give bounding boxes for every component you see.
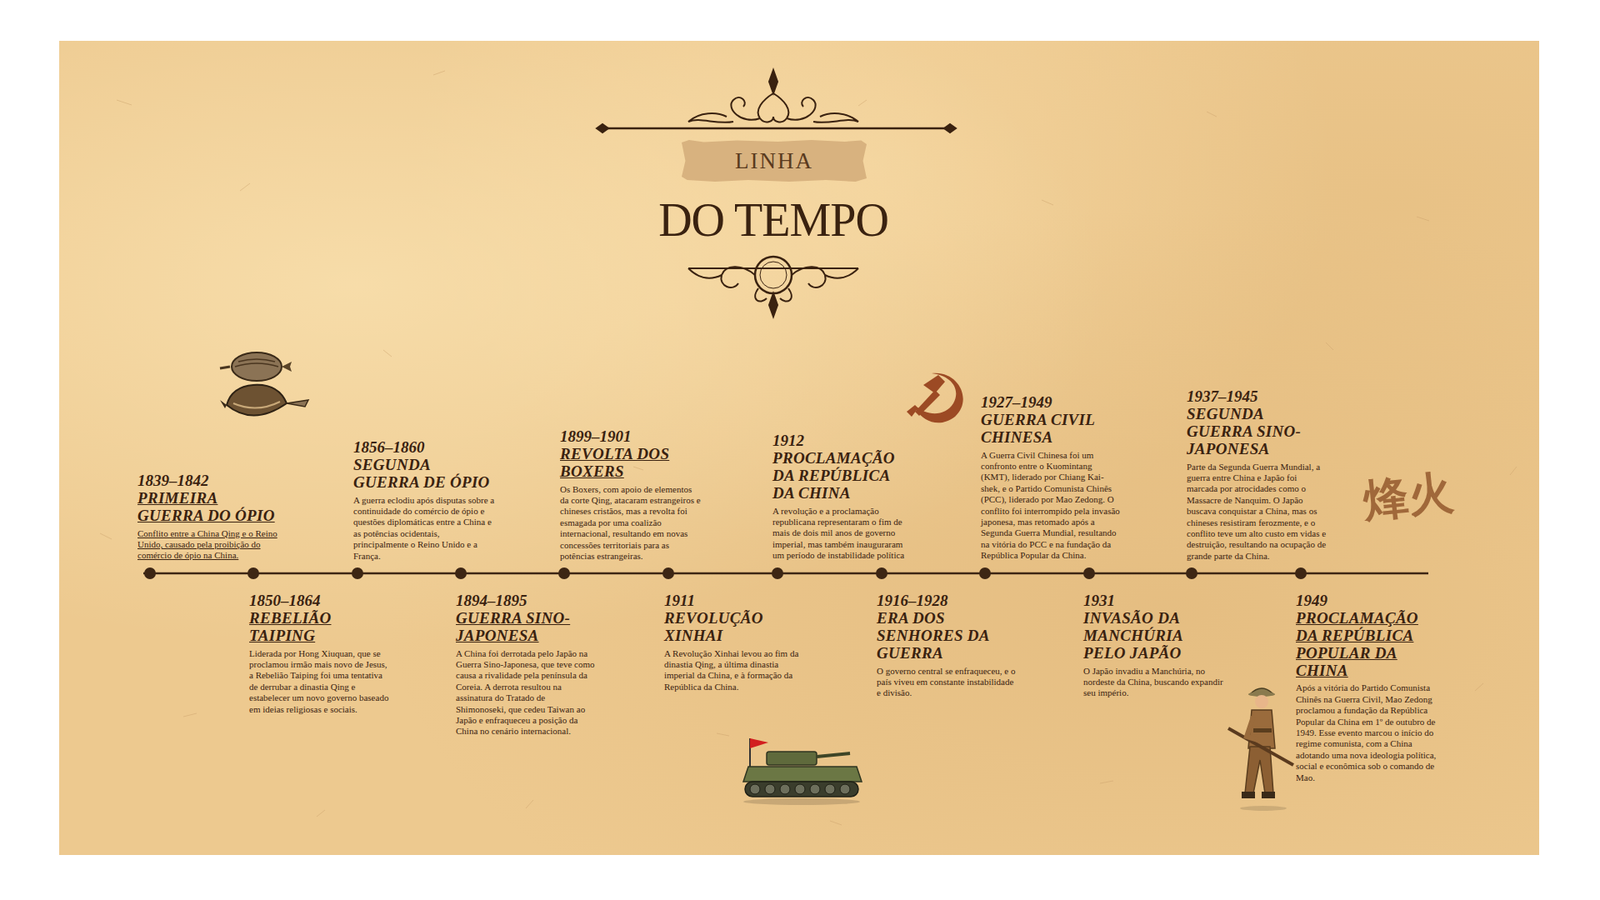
event-title: GUERRA CIVIL CHINESA: [980, 411, 1123, 447]
timeline-event: 1856–1860SEGUNDA GUERRA DE ÓPIOA guerra …: [353, 438, 495, 562]
calligraphy-label: 烽火: [1360, 462, 1456, 533]
event-description: A Guerra Civil Chinesa foi um confronto …: [980, 450, 1123, 562]
event-date: 1937–1945: [1186, 387, 1329, 406]
event-title: INVASÃO DA MANCHÚRIA PELO JAPÃO: [1083, 610, 1225, 663]
diagram-title: DO TEMPO: [523, 193, 1024, 247]
event-date: 1949: [1295, 591, 1438, 610]
timeline-event: 1894–1895GUERRA SINO-JAPONESAA China foi…: [455, 591, 598, 738]
event-description: Liderada por Hong Xiuquan, que se procla…: [249, 648, 391, 715]
event-date: 1931: [1083, 591, 1225, 610]
timeline-event: 1899–1901REVOLTA DOS BOXERSOs Boxers, co…: [560, 427, 702, 562]
event-description: A revolução e a proclamação republicana …: [772, 505, 915, 562]
event-title: PRIMEIRA GUERRA DO ÓPIO: [137, 490, 280, 525]
event-description: A China foi derrotada pelo Japão na Guer…: [455, 648, 598, 738]
timeline-event: 1927–1949GUERRA CIVIL CHINESAA Guerra Ci…: [980, 393, 1123, 562]
event-description: Parte da Segunda Guerra Mundial, a guerr…: [1186, 461, 1329, 563]
tape-label: LINHA: [681, 140, 867, 182]
event-date: 1839–1842: [137, 471, 280, 490]
timeline-event: 1916–1928ERA DOS SENHORES DA GUERRAO gov…: [876, 591, 1019, 700]
timeline-event: 1912PROCLAMAÇÃO DA REPÚBLICA DA CHINAA r…: [772, 431, 915, 562]
event-description: Conflito entre a China Qing e o Reino Un…: [137, 528, 280, 562]
event-title: ERA DOS SENHORES DA GUERRA: [876, 610, 1019, 663]
title-ornament-top: [596, 70, 956, 133]
event-description: A guerra eclodiu após disputas sobre a c…: [353, 495, 495, 562]
event-title: REVOLTA DOS BOXERS: [560, 445, 702, 481]
event-date: 1894–1895: [455, 591, 598, 610]
event-date: 1856–1860: [353, 438, 495, 457]
event-title: GUERRA SINO-JAPONESA: [455, 610, 598, 645]
event-title: PROCLAMAÇÃO DA REPÚBLICA DA CHINA: [772, 450, 915, 503]
event-description: O Japão invadiu a Manchúria, no nordeste…: [1083, 665, 1225, 700]
event-date: 1927–1949: [980, 393, 1123, 412]
event-description: Os Boxers, com apoio de elementos da cor…: [560, 484, 702, 563]
timeline-event: 1949PROCLAMAÇÃO DA REPÚBLICA POPULAR DA …: [1295, 591, 1438, 784]
event-title: REVOLUÇÃO XINHAI: [664, 610, 806, 645]
paper-fibers: [100, 70, 1517, 825]
event-title: REBELIÃO TAIPING: [249, 610, 391, 645]
timeline: [143, 567, 1429, 580]
hammer-sickle-symbol: [906, 373, 964, 424]
tank-illustration: [743, 738, 862, 805]
event-description: A Revolução Xinhai levou ao fim da dinas…: [664, 648, 806, 694]
timeline-event: 1937–1945SEGUNDA GUERRA SINO-JAPONESAPar…: [1186, 387, 1329, 562]
event-date: 1911: [664, 591, 806, 610]
event-date: 1899–1901: [560, 427, 702, 446]
event-title: SEGUNDA GUERRA DE ÓPIO: [353, 456, 495, 492]
timeline-event: 1850–1864REBELIÃO TAIPINGLiderada por Ho…: [249, 591, 391, 715]
tape-label-text: LINHA: [735, 148, 814, 175]
event-description: Após a vitória do Partido Comunista Chin…: [1295, 682, 1438, 784]
event-date: 1850–1864: [249, 591, 391, 610]
timeline-event: 1839–1842PRIMEIRA GUERRA DO ÓPIOConflito…: [137, 471, 280, 562]
event-date: 1916–1928: [876, 591, 1019, 610]
title-ornament-bottom: [688, 256, 859, 317]
soldier-illustration: [1228, 688, 1294, 811]
event-description: O governo central se enfraqueceu, e o pa…: [876, 665, 1019, 700]
timeline-event: 1911REVOLUÇÃO XINHAIA Revolução Xinhai l…: [664, 591, 806, 693]
poppy-illustration: [220, 352, 309, 416]
event-title: SEGUNDA GUERRA SINO-JAPONESA: [1186, 405, 1329, 459]
event-title: PROCLAMAÇÃO DA REPÚBLICA POPULAR DA CHIN…: [1295, 610, 1438, 680]
timeline-event: 1931INVASÃO DA MANCHÚRIA PELO JAPÃOO Jap…: [1083, 591, 1225, 700]
event-date: 1912: [772, 431, 915, 450]
